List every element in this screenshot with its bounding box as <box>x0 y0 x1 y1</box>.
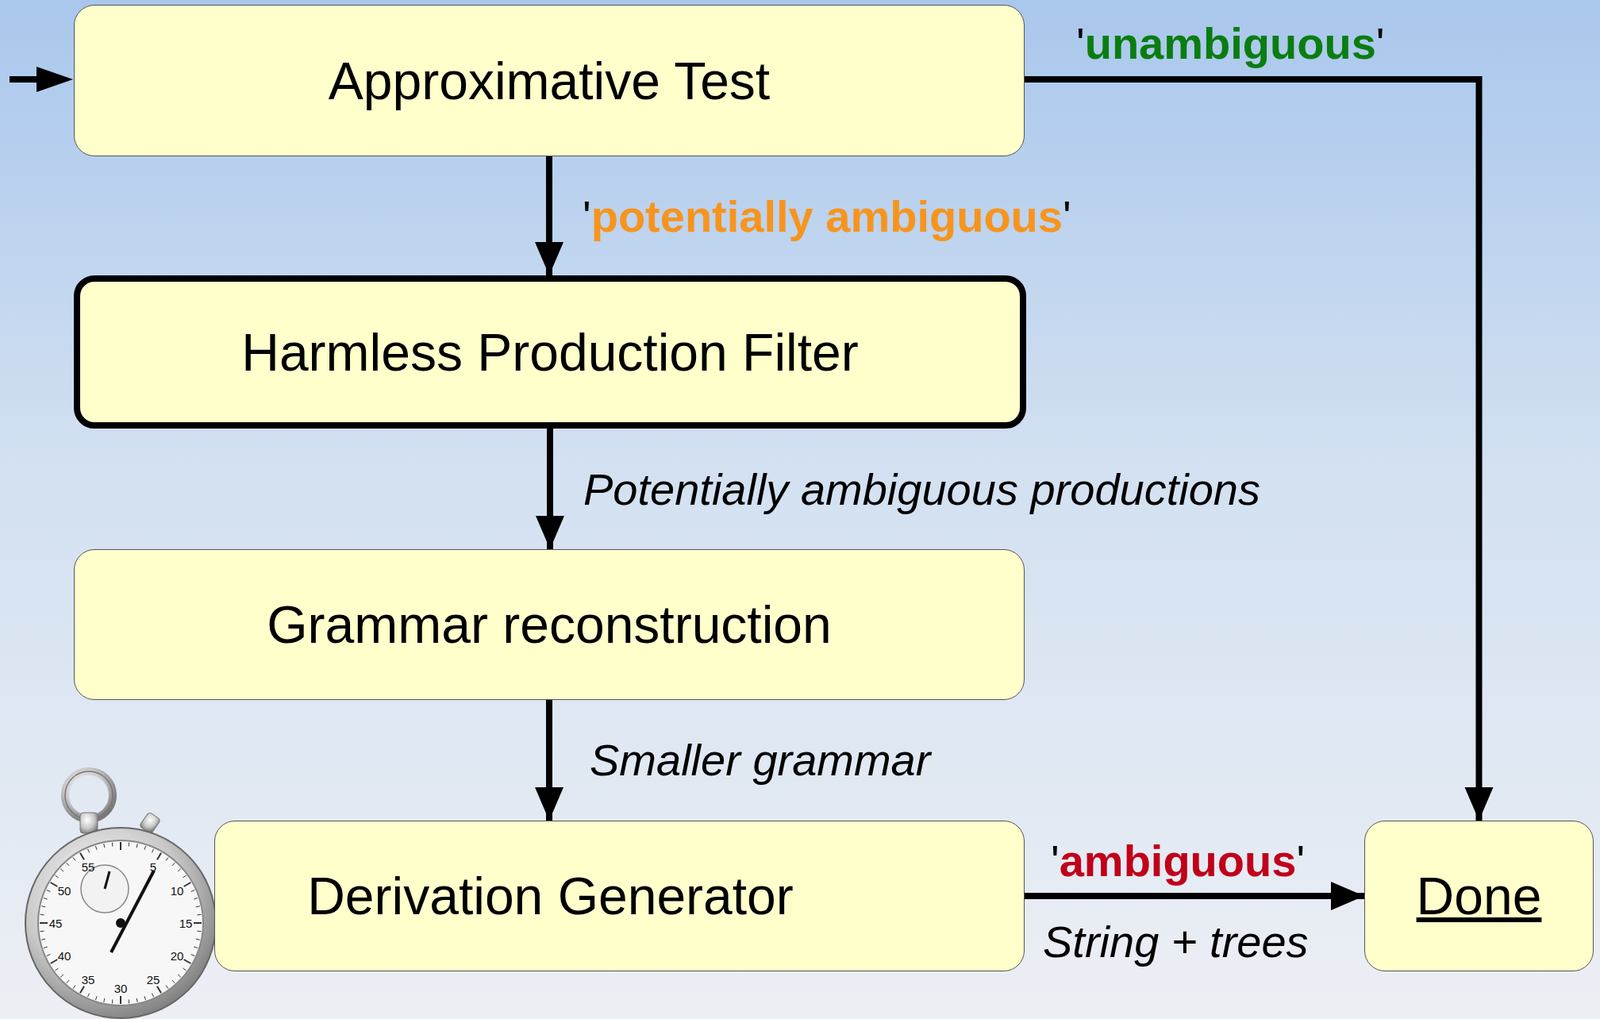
edge-label: 'unambiguous' <box>1076 17 1385 70</box>
dial-number: 35 <box>81 973 96 986</box>
box-text: Approximative Test <box>328 50 770 112</box>
terminal-box: Done <box>1364 820 1594 972</box>
process-box: Approximative Test <box>73 4 1025 157</box>
process-box: Derivation Generator <box>214 820 1025 972</box>
dial-number: 30 <box>114 982 128 995</box>
flow-arrow <box>546 156 553 276</box>
box-text: Derivation Generator <box>307 865 794 927</box>
dial-number: 5 <box>150 860 157 873</box>
process-box: Harmless Production Filter <box>73 275 1027 429</box>
flow-arrow <box>546 428 554 550</box>
dial-number: 45 <box>49 917 63 930</box>
box-text: Done <box>1416 865 1543 927</box>
flow-arrow <box>1024 79 1480 821</box>
box-text: Grammar reconstruction <box>266 594 832 655</box>
dial-number: 55 <box>81 860 96 873</box>
edge-label: 'potentially ambiguous' <box>582 190 1072 243</box>
dial-number: 40 <box>57 950 72 962</box>
edge-label: Smaller grammar <box>589 734 931 786</box>
flow-arrow <box>546 700 553 821</box>
edge-label: Potentially ambiguous productions <box>583 463 1261 516</box>
process-box: Grammar reconstruction <box>73 549 1025 700</box>
dial-number: 15 <box>179 917 193 930</box>
dial-number: 25 <box>146 973 161 986</box>
stopwatch-icon <box>25 771 216 1019</box>
edge-label: 'ambiguous' <box>1050 834 1305 887</box>
annotation-label: String + trees <box>1042 915 1309 968</box>
box-text: Harmless Production Filter <box>241 322 859 383</box>
dial-number: 10 <box>170 884 185 897</box>
dial-number: 20 <box>170 950 185 962</box>
entry-arrowhead <box>36 66 74 93</box>
flow-arrow <box>1024 892 1365 900</box>
dial-number: 50 <box>57 884 72 897</box>
